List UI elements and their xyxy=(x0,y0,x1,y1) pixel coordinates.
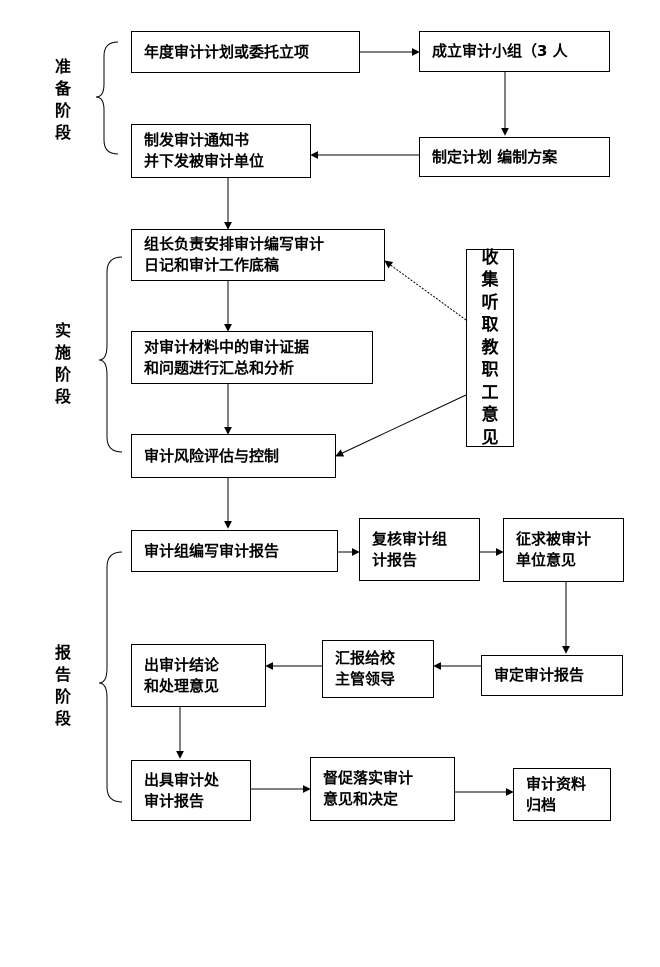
text-line: 施 xyxy=(54,343,71,362)
text-line: 制定计划 编制方案 xyxy=(432,147,558,166)
box-finalize-report: 审定审计报告 xyxy=(481,655,623,696)
text-line: 计报告 xyxy=(372,550,418,569)
text-line: 督促落实审计 xyxy=(323,769,414,787)
arrow-side-to-risk xyxy=(335,394,467,457)
text-line: 成立审计小组（3 人 xyxy=(432,42,568,60)
text-line: 取 xyxy=(481,315,499,336)
text-line: 段 xyxy=(54,387,71,406)
text-line: 和处理意见 xyxy=(144,676,220,695)
text-line: 复核审计组 xyxy=(372,529,448,548)
box-arrange-diary: 组长负责安排审计编写审计日记和审计工作底稿 xyxy=(131,229,385,281)
box-archive: 审计资料归档 xyxy=(513,768,611,821)
text-line: 备 xyxy=(54,79,71,98)
text-line: 告 xyxy=(54,665,71,684)
text-line: 审计资料 xyxy=(526,774,587,793)
arrow-side-to-diary xyxy=(384,260,467,321)
box-report-leaders: 汇报给校主管领导 xyxy=(322,640,434,698)
box-form-group: 成立审计小组（3 人 xyxy=(419,31,610,72)
text-line: 对审计材料中的审计证据 xyxy=(144,337,310,356)
text-line: 审计风险评估与控制 xyxy=(144,446,280,465)
text-line: 意 xyxy=(481,405,499,426)
box-plan-project: 年度审计计划或委托立项 xyxy=(131,31,360,73)
stage-label-report: 报告阶段 xyxy=(53,642,73,730)
text-line: 阶 xyxy=(54,687,71,706)
brace-report xyxy=(98,551,123,803)
text-line: 工 xyxy=(481,382,499,403)
text-line: 审定审计报告 xyxy=(494,666,585,684)
text-line: 日记和审计工作底稿 xyxy=(144,256,280,274)
box-write-report: 审计组编写审计报告 xyxy=(131,530,338,572)
text-line: 报 xyxy=(54,643,71,662)
box-risk-control: 审计风险评估与控制 xyxy=(131,434,336,478)
text-line: 制发审计通知书 xyxy=(144,131,250,149)
text-line: 实 xyxy=(54,321,71,340)
box-make-plan: 制定计划 编制方案 xyxy=(419,137,610,177)
brace-impl xyxy=(98,256,123,453)
stage-label-impl: 实施阶段 xyxy=(53,320,73,408)
text-line: 阶 xyxy=(54,101,71,120)
stage-label-prep: 准备阶段 xyxy=(53,56,73,144)
text-line: 主管领导 xyxy=(335,670,396,688)
box-supervise: 督促落实审计意见和决定 xyxy=(310,757,455,821)
box-issue-notice: 制发审计通知书并下发被审计单位 xyxy=(131,124,311,178)
text-line: 听 xyxy=(481,292,499,313)
text-line: 段 xyxy=(54,123,71,142)
text-line: 组长负责安排审计编写审计 xyxy=(144,235,325,253)
box-review-report: 复核审计组计报告 xyxy=(359,518,480,581)
text-line: 收 xyxy=(481,247,499,268)
box-solicit-opinion: 征求被审计单位意见 xyxy=(503,518,624,582)
text-line: 出具审计处 xyxy=(144,770,220,789)
text-line: 段 xyxy=(54,709,71,728)
text-line: 征求被审计 xyxy=(516,530,592,548)
text-line: 出审计结论 xyxy=(144,655,220,674)
box-issue-report: 出具审计处审计报告 xyxy=(131,760,251,821)
text-line: 汇报给校 xyxy=(335,649,396,667)
text-line: 单位意见 xyxy=(516,551,577,569)
box-summarize: 对审计材料中的审计证据和问题进行汇总和分析 xyxy=(131,331,373,384)
text-line: 教 xyxy=(481,337,499,358)
text-line: 归档 xyxy=(526,795,557,814)
text-line: 审计报告 xyxy=(144,791,205,810)
text-line: 集 xyxy=(481,270,499,291)
text-line: 意见和决定 xyxy=(323,790,399,808)
text-line: 见 xyxy=(481,427,499,448)
text-line: 并下发被审计单位 xyxy=(144,152,265,170)
text-line: 审计组编写审计报告 xyxy=(144,541,280,560)
text-line: 年度审计计划或委托立项 xyxy=(144,42,310,61)
text-line: 职 xyxy=(481,360,499,381)
text-line: 阶 xyxy=(54,365,71,384)
text-line: 和问题进行汇总和分析 xyxy=(144,358,295,377)
text-line: 准 xyxy=(54,57,71,76)
brace-prep xyxy=(95,41,119,155)
box-collect-staff-opinions: 收集听取教职工意见 xyxy=(466,247,514,448)
box-conclusion: 出审计结论和处理意见 xyxy=(131,644,266,707)
